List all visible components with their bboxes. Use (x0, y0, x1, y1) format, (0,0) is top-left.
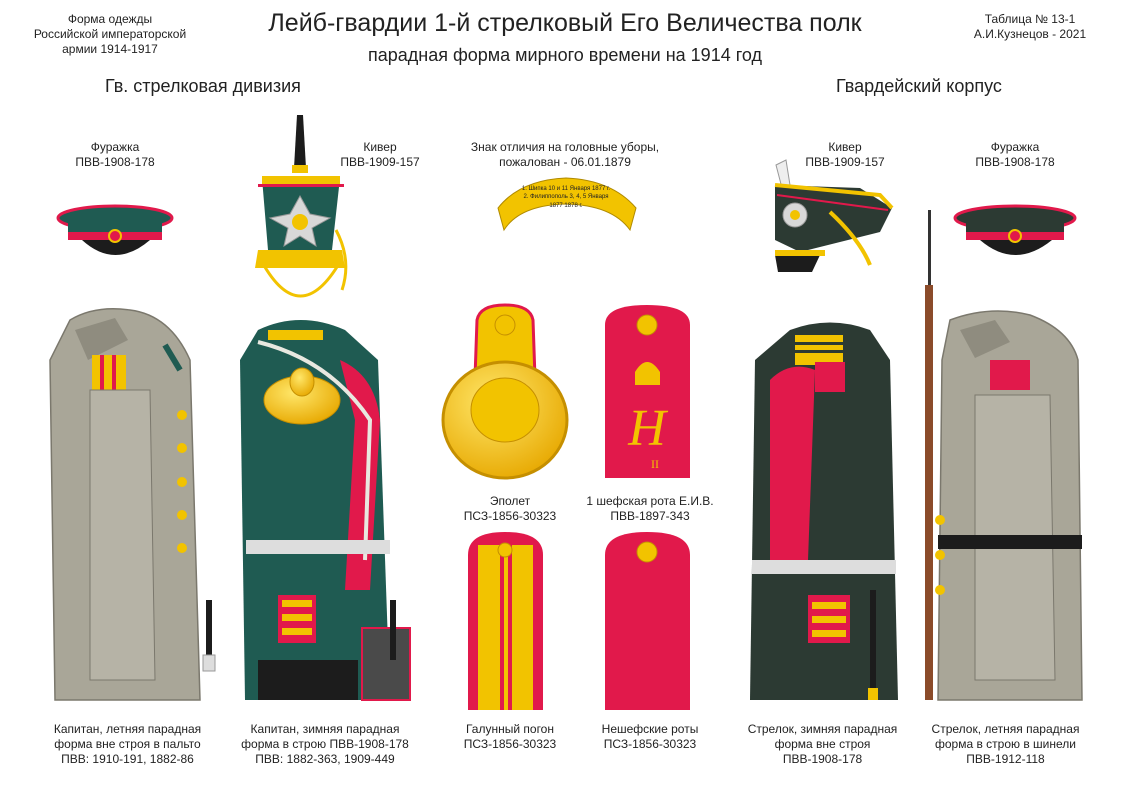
caption-line: форма в строю ПВВ-1908-178 (241, 737, 409, 751)
series-line: армии 1914-1917 (62, 42, 158, 56)
caption-rifleman-winter: Стрелок, зимняя парадная форма вне строя… (735, 722, 910, 767)
caption-rifleman-summer: Стрелок, летняя парадная форма в строю в… (918, 722, 1093, 767)
caption-line: Капитан, летняя парадная (53, 722, 202, 736)
badge-text-2: 2. Филиппополь 3, 4, 5 Января (524, 194, 609, 200)
shako-right-label: Кивер ПВВ-1909-157 (795, 140, 895, 170)
figure-rifleman-winter (750, 322, 898, 700)
nonchef-shoulder-strap (605, 532, 690, 710)
caption-line: ПСЗ-1856-30323 (463, 737, 557, 751)
corps-label: Гвардейский корпус (836, 76, 1002, 96)
table-line: Таблица № 13-1 (984, 12, 1076, 26)
series-line: Форма одежды (67, 12, 153, 26)
svg-text:Н: Н (627, 400, 668, 457)
svg-text:II: II (651, 457, 659, 471)
caption-line: форма в строю в шинели (934, 737, 1076, 751)
table-number: Таблица № 13-1 А.И.Кузнецов - 2021 (955, 12, 1105, 42)
label-line: пожалован - 06.01.1879 (499, 155, 631, 169)
label-line: Кивер (363, 140, 397, 154)
division-label: Гв. стрелковая дивизия (105, 76, 301, 96)
caption-captain-summer: Капитан, летняя парадная форма вне строя… (40, 722, 215, 767)
badge-label: Знак отличия на головные уборы, пожалова… (455, 140, 675, 170)
figure-rifleman-summer (925, 210, 1083, 701)
label-line: ПВВ-1909-157 (340, 155, 420, 169)
series-line: Российской императорской (33, 27, 187, 41)
series-label: Форма одежды Российской императорской ар… (20, 12, 200, 57)
caption-line: Стрелок, летняя парадная (931, 722, 1080, 736)
author-line: А.И.Кузнецов - 2021 (973, 27, 1087, 41)
caption-line: Капитан, зимняя парадная (250, 722, 400, 736)
lace-shoulder-strap (468, 532, 543, 710)
badge-text-3: 1877 1878 г. (549, 203, 582, 209)
label-line: ПСЗ-1856-30323 (463, 509, 557, 523)
caption-line: форма вне строя в пальто (54, 737, 201, 751)
peaked-cap-left (56, 204, 174, 255)
caption-line: форма вне строя (774, 737, 871, 751)
caption-captain-winter: Капитан, зимняя парадная форма в строю П… (235, 722, 415, 767)
caption-line: Галунный погон (465, 722, 554, 736)
label-line: Кивер (828, 140, 862, 154)
caption-lace-shoulder-strap: Галунный погон ПСЗ-1856-30323 (445, 722, 575, 752)
epaulette-label: Эполет ПСЗ-1856-30323 (440, 494, 580, 524)
caption-line: Нешефские роты (601, 722, 699, 736)
caption-line: ПВВ: 1910-191, 1882-86 (61, 752, 194, 766)
caption-line: Стрелок, зимняя парадная (747, 722, 898, 736)
figure-captain-summer-coat (49, 308, 216, 701)
page-subtitle: парадная форма мирного времени на 1914 г… (367, 45, 763, 65)
cap-right-label: Фуражка ПВВ-1908-178 (955, 140, 1075, 170)
label-line: Фуражка (990, 140, 1040, 154)
figure-captain-winter (240, 320, 411, 701)
chef-company-label: 1 шефская рота Е.И.В. ПВВ-1897-343 (575, 494, 725, 524)
distinction-badge (497, 177, 637, 232)
shako-right (774, 159, 894, 272)
peaked-cap-right (953, 204, 1077, 255)
epaulette (441, 303, 569, 480)
cap-left-label: Фуражка ПВВ-1908-178 (55, 140, 175, 170)
label-line: Знак отличия на головные уборы, (470, 140, 660, 154)
label-line: ПВВ-1897-343 (610, 509, 690, 523)
caption-line: ПВВ: 1882-363, 1909-449 (255, 752, 395, 766)
badge-text-1: 1. Шипка 10 и 11 Января 1877 г. (522, 186, 611, 192)
label-line: Фуражка (90, 140, 140, 154)
shako-left-label: Кивер ПВВ-1909-157 (330, 140, 430, 170)
caption-line: ПВВ-1912-118 (966, 752, 1045, 766)
caption-line: ПСЗ-1856-30323 (603, 737, 697, 751)
label-line: ПВВ-1908-178 (75, 155, 155, 169)
label-line: ПВВ-1908-178 (975, 155, 1055, 169)
label-line: Эполет (489, 494, 531, 508)
chef-shoulder-strap: Н II (605, 305, 690, 478)
caption-line: ПВВ-1908-178 (782, 752, 863, 766)
label-line: ПВВ-1909-157 (805, 155, 885, 169)
page-title: Лейб-гвардии 1-й стрелковый Его Величест… (268, 9, 862, 37)
label-line: 1 шефская рота Е.И.В. (586, 494, 714, 508)
caption-nonchef-companies: Нешефские роты ПСЗ-1856-30323 (580, 722, 720, 752)
